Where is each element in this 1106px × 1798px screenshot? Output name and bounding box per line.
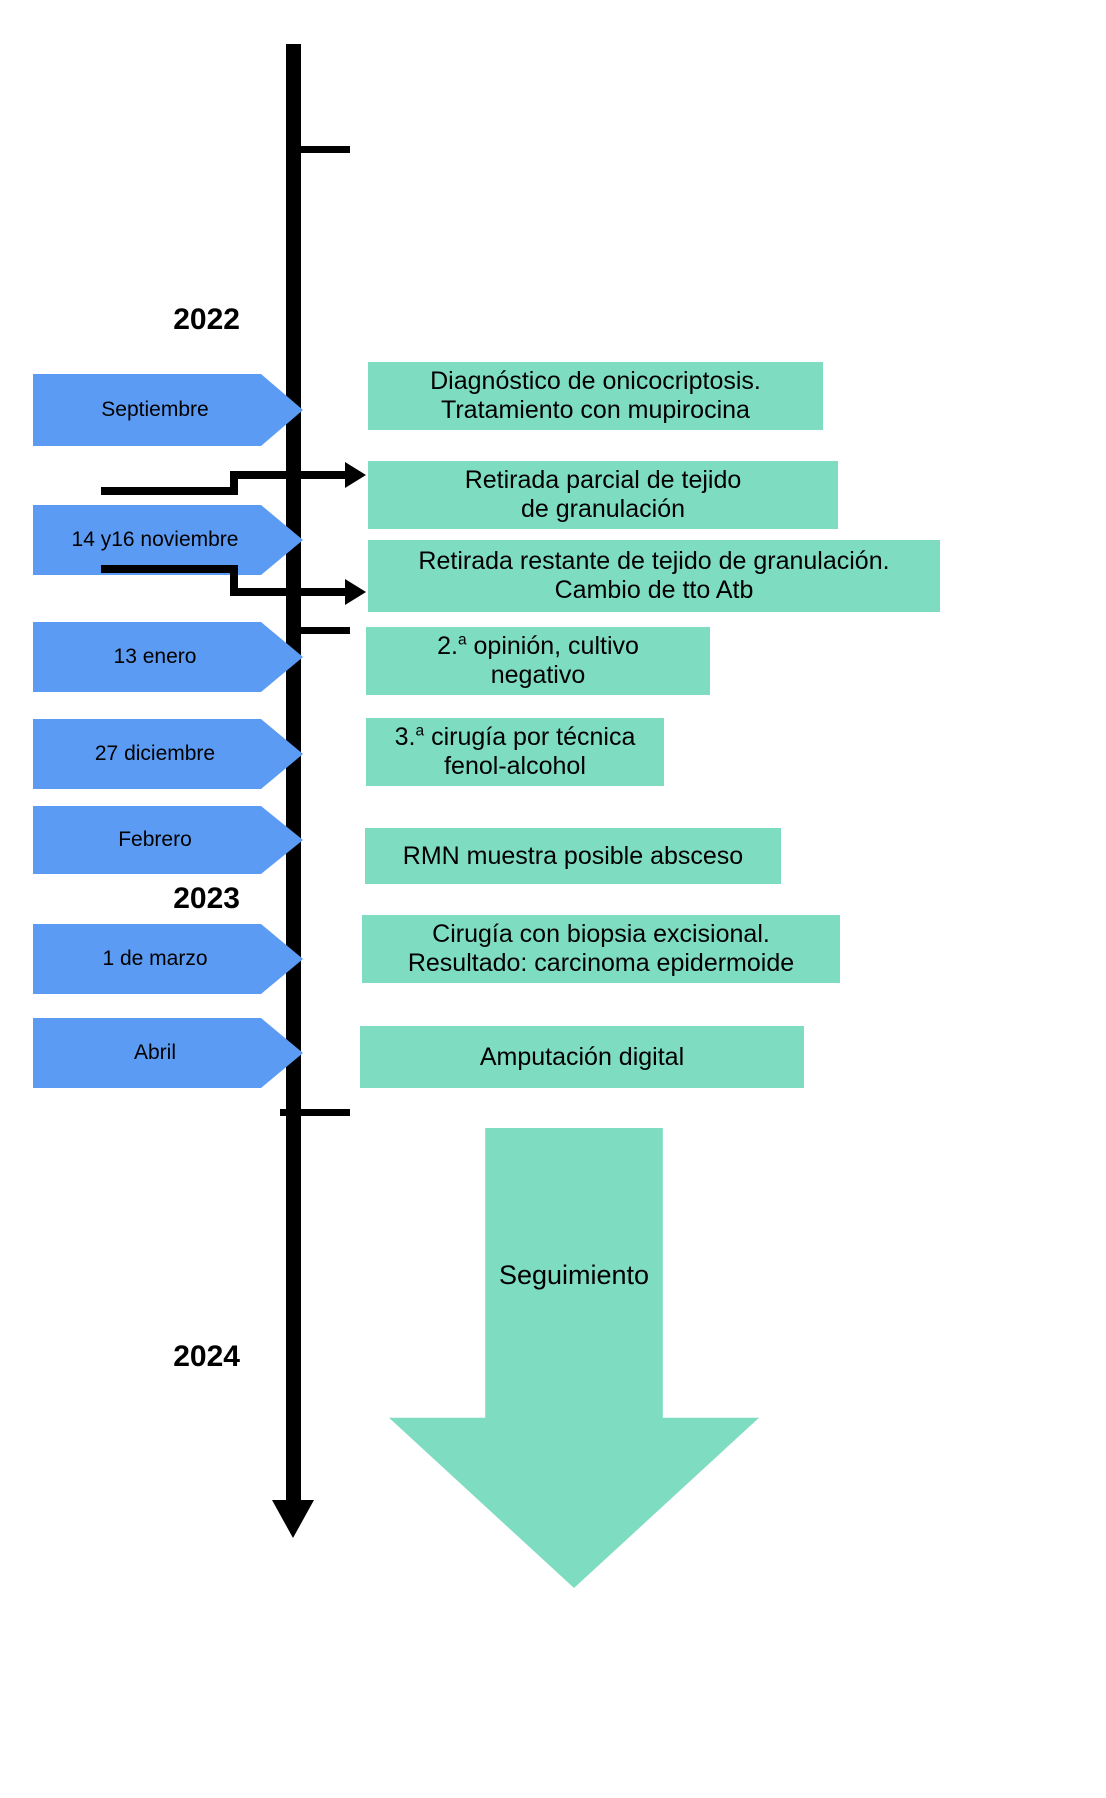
event-line-1-suffix: cirugía por técnica xyxy=(424,723,636,752)
year-label-2024: 2024 xyxy=(173,1340,240,1373)
event-line-1: Cirugía con biopsia excisional. xyxy=(432,920,770,949)
event-line-2: Resultado: carcinoma epidermoide xyxy=(407,949,795,977)
year-label-2023: 2023 xyxy=(173,882,240,915)
event-box-rmn: RMN muestra posible absceso xyxy=(365,828,781,884)
date-chevron-noviembre[interactable]: 14 y16 noviembre xyxy=(33,505,303,575)
timeline-axis xyxy=(286,44,301,1518)
event-line-1-suffix: opinión, cultivo xyxy=(466,632,639,661)
event-box-tercera-cirugia: 3.a cirugía por técnica fenol-alcohol xyxy=(366,718,664,786)
year-label-2022: 2022 xyxy=(173,303,240,336)
event-line-1: RMN muestra posible absceso xyxy=(402,841,744,870)
event-box-amputacion: Amputación digital xyxy=(360,1026,804,1088)
date-chevron-27-diciembre[interactable]: 27 diciembre xyxy=(33,719,303,789)
connector-2-arrowhead xyxy=(345,579,366,605)
date-chevron-1-marzo[interactable]: 1 de marzo xyxy=(33,924,303,994)
axis-tick-top xyxy=(286,146,350,153)
event-line-1-prefix: 2. xyxy=(437,632,458,661)
axis-tick-bottom xyxy=(280,1109,350,1116)
event-line-2: fenol-alcohol xyxy=(444,752,586,780)
event-box-cirugia-biopsia: Cirugía con biopsia excisional. Resultad… xyxy=(362,915,840,983)
axis-tick-13enero xyxy=(286,627,350,634)
event-box-segunda-opinion: 2.a opinión, cultivo negativo xyxy=(366,627,710,695)
event-line-1: 3.a cirugía por técnica xyxy=(395,723,636,752)
event-line-1-prefix: 3. xyxy=(394,723,416,752)
ordinal-superscript: a xyxy=(415,722,425,740)
event-line-2: Cambio de tto Atb xyxy=(554,576,754,604)
date-chevron-febrero[interactable]: Febrero xyxy=(33,806,303,874)
event-box-diagnostico: Diagnóstico de onicocriptosis. Tratamien… xyxy=(368,362,823,430)
connector-2-segment-horizontal-lower xyxy=(230,588,348,596)
seguimiento-label: Seguimiento xyxy=(498,1260,650,1290)
connector-1-segment-horizontal-lower xyxy=(101,487,238,495)
event-line-2: Tratamiento con mupirocina xyxy=(441,396,750,424)
event-line-1: 2.a opinión, cultivo xyxy=(437,632,639,661)
date-chevron-13-enero[interactable]: 13 enero xyxy=(33,622,303,692)
connector-2-segment-horizontal-upper xyxy=(101,565,238,573)
date-chevron-septiembre[interactable]: Septiembre xyxy=(33,374,303,446)
timeline-axis-arrowhead xyxy=(272,1500,314,1538)
seguimiento-arrow xyxy=(389,1128,759,1588)
event-line-1: Retirada restante de tejido de granulaci… xyxy=(418,547,890,576)
event-line-2: de granulación xyxy=(520,495,685,523)
event-box-retirada-parcial: Retirada parcial de tejido de granulació… xyxy=(368,461,838,529)
connector-1-arrowhead xyxy=(345,462,366,488)
connector-1-segment-horizontal-upper xyxy=(230,471,348,479)
event-line-1: Diagnóstico de onicocriptosis. xyxy=(430,367,761,396)
connector-1-segment-vertical xyxy=(230,471,238,495)
connector-2-segment-vertical xyxy=(230,565,238,595)
event-line-2: negativo xyxy=(490,661,586,689)
event-line-1: Amputación digital xyxy=(479,1042,685,1071)
event-line-1: Retirada parcial de tejido xyxy=(464,466,742,495)
date-chevron-abril[interactable]: Abril xyxy=(33,1018,303,1088)
event-box-retirada-restante: Retirada restante de tejido de granulaci… xyxy=(368,540,940,612)
ordinal-superscript: a xyxy=(457,631,467,649)
